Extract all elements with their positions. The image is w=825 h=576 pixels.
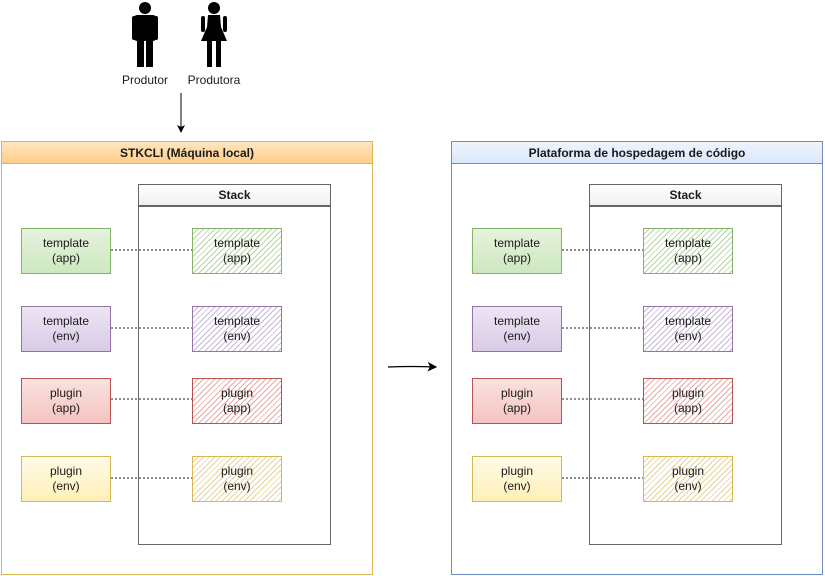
box-line2: (env) — [674, 329, 702, 343]
local-machine-container: STKCLI (Máquina local) — [1, 141, 373, 575]
box-line1: template — [664, 236, 712, 250]
box-line1: plugin — [500, 386, 534, 400]
left-stack-template-env: template (env) — [192, 306, 282, 352]
box-line1: plugin — [220, 386, 254, 400]
remote-stack-header: Stack — [590, 185, 781, 207]
right-stack-plugin-app: plugin (app) — [643, 378, 733, 424]
left-template-env: template (env) — [21, 306, 111, 352]
box-line1: plugin — [671, 464, 705, 478]
box-line2: (env) — [674, 479, 702, 493]
box-line1: template — [42, 314, 90, 328]
box-line2: (app) — [51, 401, 80, 415]
box-line2: (app) — [502, 251, 531, 265]
right-stack-plugin-env: plugin (env) — [643, 456, 733, 502]
box-line2: (app) — [222, 251, 251, 265]
box-line2: (app) — [51, 251, 80, 265]
local-stack-title: Stack — [218, 188, 251, 202]
box-line1: plugin — [671, 386, 705, 400]
right-template-app: template (app) — [472, 228, 562, 274]
right-stack-template-env: template (env) — [643, 306, 733, 352]
box-line1: plugin — [49, 464, 83, 478]
box-line1: template — [493, 314, 541, 328]
box-line1: plugin — [49, 386, 83, 400]
box-line2: (app) — [222, 401, 251, 415]
box-line2: (env) — [52, 329, 80, 343]
box-line1: template — [42, 236, 90, 250]
left-stack-plugin-app: plugin (app) — [192, 378, 282, 424]
box-line1: template — [213, 314, 261, 328]
right-template-env: template (env) — [472, 306, 562, 352]
female-person-icon — [201, 2, 227, 67]
right-plugin-app: plugin (app) — [472, 378, 562, 424]
box-line1: template — [493, 236, 541, 250]
box-line2: (env) — [52, 479, 80, 493]
box-line2: (env) — [503, 479, 531, 493]
box-line2: (env) — [223, 329, 251, 343]
left-stack-template-app: template (app) — [192, 228, 282, 274]
box-line2: (app) — [673, 401, 702, 415]
local-machine-title: STKCLI (Máquina local) — [119, 145, 254, 160]
local-to-platform-arrow — [387, 361, 438, 372]
hosting-platform-header: Plataforma de hospedagem de código — [452, 142, 822, 164]
male-person-icon — [132, 2, 158, 67]
hosting-platform-title: Plataforma de hospedagem de código — [528, 145, 746, 160]
left-plugin-app: plugin (app) — [21, 378, 111, 424]
box-line2: (app) — [502, 401, 531, 415]
left-stack-plugin-env: plugin (env) — [192, 456, 282, 502]
left-plugin-env: plugin (env) — [21, 456, 111, 502]
actor-label-produtora: Produtora — [187, 73, 241, 87]
box-line2: (app) — [673, 251, 702, 265]
box-line2: (env) — [223, 479, 251, 493]
hosting-platform-container: Plataforma de hospedagem de código — [451, 141, 823, 575]
box-line1: template — [664, 314, 712, 328]
left-template-app: template (app) — [21, 228, 111, 274]
box-line1: plugin — [220, 464, 254, 478]
actor-label-produtor: Produtor — [121, 73, 169, 87]
box-line1: template — [213, 236, 261, 250]
local-stack-header: Stack — [139, 185, 330, 207]
remote-stack-title: Stack — [669, 188, 702, 202]
local-machine-header: STKCLI (Máquina local) — [2, 142, 372, 164]
box-line2: (env) — [503, 329, 531, 343]
right-plugin-env: plugin (env) — [472, 456, 562, 502]
right-stack-template-app: template (app) — [643, 228, 733, 274]
box-line1: plugin — [500, 464, 534, 478]
